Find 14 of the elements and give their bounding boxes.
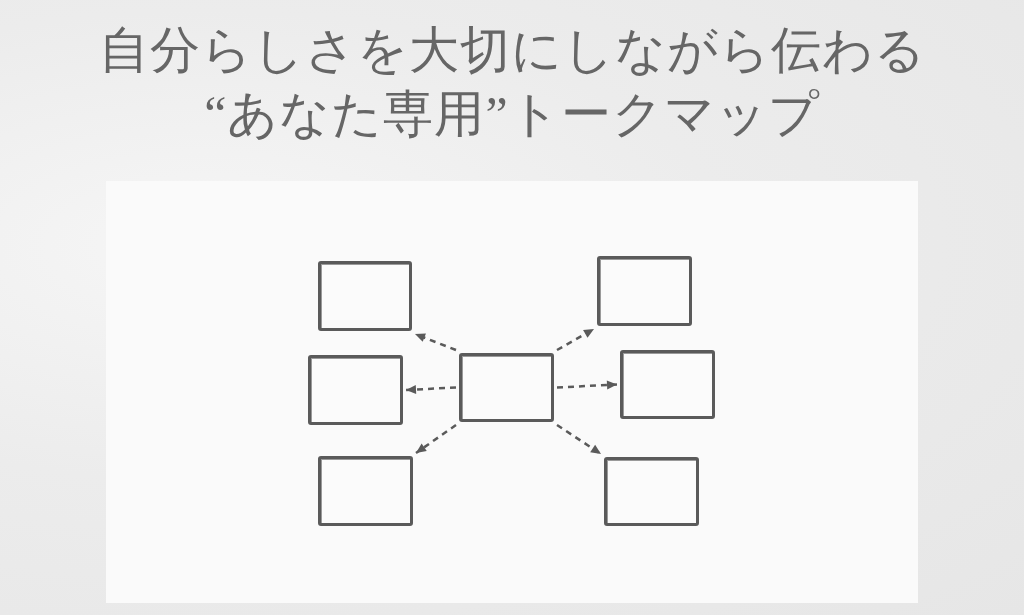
sketch-box bbox=[308, 355, 403, 425]
sketch-box bbox=[318, 261, 412, 331]
sketch-box bbox=[318, 456, 413, 526]
dashed-arrow bbox=[556, 423, 602, 456]
sketch-box bbox=[459, 353, 554, 422]
dashed-arrow bbox=[556, 380, 618, 390]
dashed-arrow bbox=[414, 332, 457, 352]
sketch-box bbox=[604, 457, 699, 526]
dashed-arrow bbox=[415, 423, 457, 455]
dashed-arrow bbox=[405, 385, 457, 394]
dashed-arrow bbox=[556, 327, 595, 352]
sketch-box bbox=[597, 256, 692, 326]
title: 自分らしさを大切にしながら伝わる“あなた専用”トークマップ bbox=[97, 21, 927, 144]
sketch-box bbox=[620, 350, 715, 419]
